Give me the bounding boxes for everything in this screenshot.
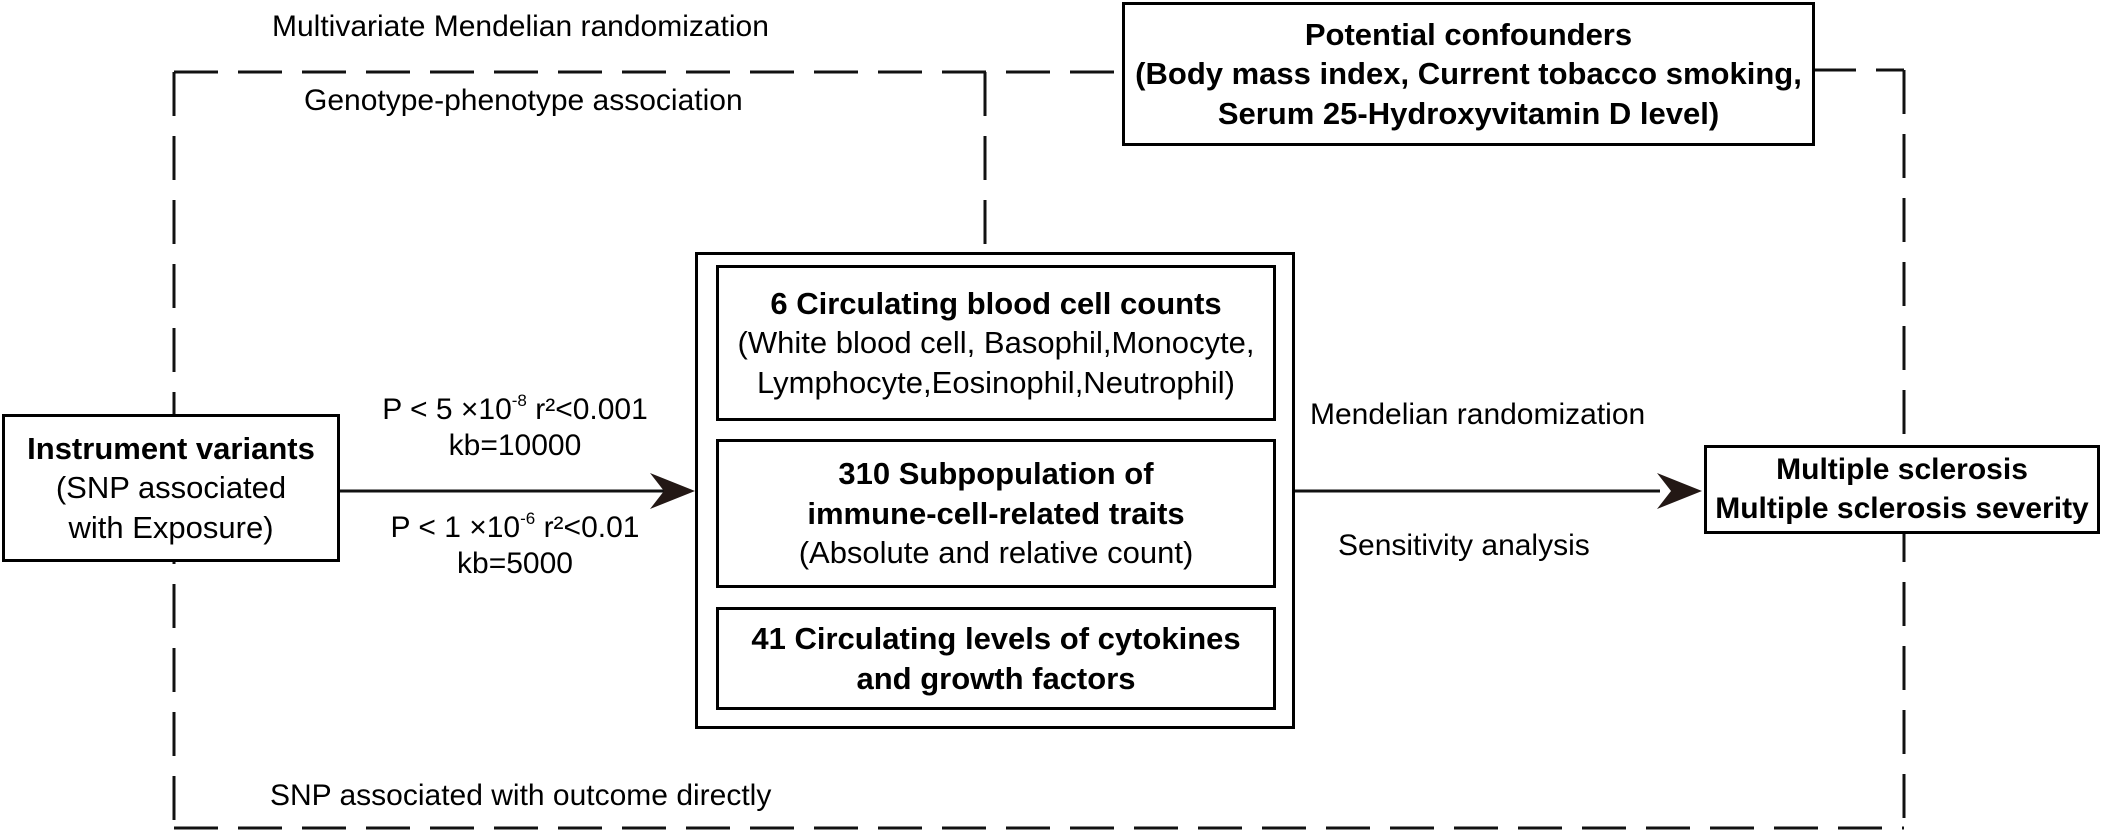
instrument-title: Instrument variants bbox=[27, 430, 315, 466]
arrowhead-exposure bbox=[650, 473, 695, 509]
blood-cell-line-1: (White blood cell, Basophil,Monocyte, bbox=[737, 325, 1255, 361]
instrument-line-2: with Exposure) bbox=[68, 509, 274, 545]
cytokines-box: 41 Circulating levels of cytokines and g… bbox=[716, 607, 1276, 710]
confounders-line-1: (Body mass index, Current tobacco smokin… bbox=[1135, 56, 1802, 92]
mendelian-randomization-label: Mendelian randomization bbox=[1310, 398, 1646, 431]
threshold-1: P < 5 ×10-8 r²<0.001 kb=10000 bbox=[382, 391, 648, 462]
instrument-line-1: (SNP associated bbox=[55, 470, 287, 506]
confounders-line-2: Serum 25-Hydroxyvitamin D level) bbox=[1217, 95, 1720, 131]
immune-title-1: 310 Subpopulation of bbox=[838, 456, 1154, 492]
blood-cell-line-2: Lymphocyte,Eosinophil,Neutrophil) bbox=[757, 364, 1235, 400]
outcome-line-2: Multiple sclerosis severity bbox=[1715, 491, 2089, 525]
confounders-box: Potential confounders (Body mass index, … bbox=[1122, 2, 1815, 146]
blood-cell-counts-box: 6 Circulating blood cell counts (White b… bbox=[716, 265, 1276, 421]
immune-traits-box: 310 Subpopulation of immune-cell-related… bbox=[716, 439, 1276, 588]
immune-title-2: immune-cell-related traits bbox=[807, 495, 1185, 531]
threshold-2: P < 1 ×10-6 r²<0.01 kb=5000 bbox=[390, 509, 640, 580]
instrument-variants-box: Instrument variants (SNP associated with… bbox=[2, 414, 340, 562]
mvmr-label: Multivariate Mendelian randomization bbox=[272, 10, 769, 43]
confounders-title: Potential confounders bbox=[1304, 16, 1633, 52]
arrowhead-outcome bbox=[1657, 473, 1702, 509]
immune-line-1: (Absolute and relative count) bbox=[798, 535, 1194, 571]
sensitivity-analysis-label: Sensitivity analysis bbox=[1338, 529, 1590, 562]
genotype-phenotype-label: Genotype-phenotype association bbox=[304, 84, 743, 117]
snp-outcome-direct-label: SNP associated with outcome directly bbox=[270, 779, 772, 812]
outcome-line-1: Multiple sclerosis bbox=[1776, 453, 2028, 487]
cytokines-title-1: 41 Circulating levels of cytokines bbox=[751, 621, 1241, 657]
cytokines-title-2: and growth factors bbox=[856, 660, 1136, 696]
outcome-box: Multiple sclerosis Multiple sclerosis se… bbox=[1704, 445, 2100, 534]
blood-cell-title: 6 Circulating blood cell counts bbox=[770, 285, 1222, 321]
